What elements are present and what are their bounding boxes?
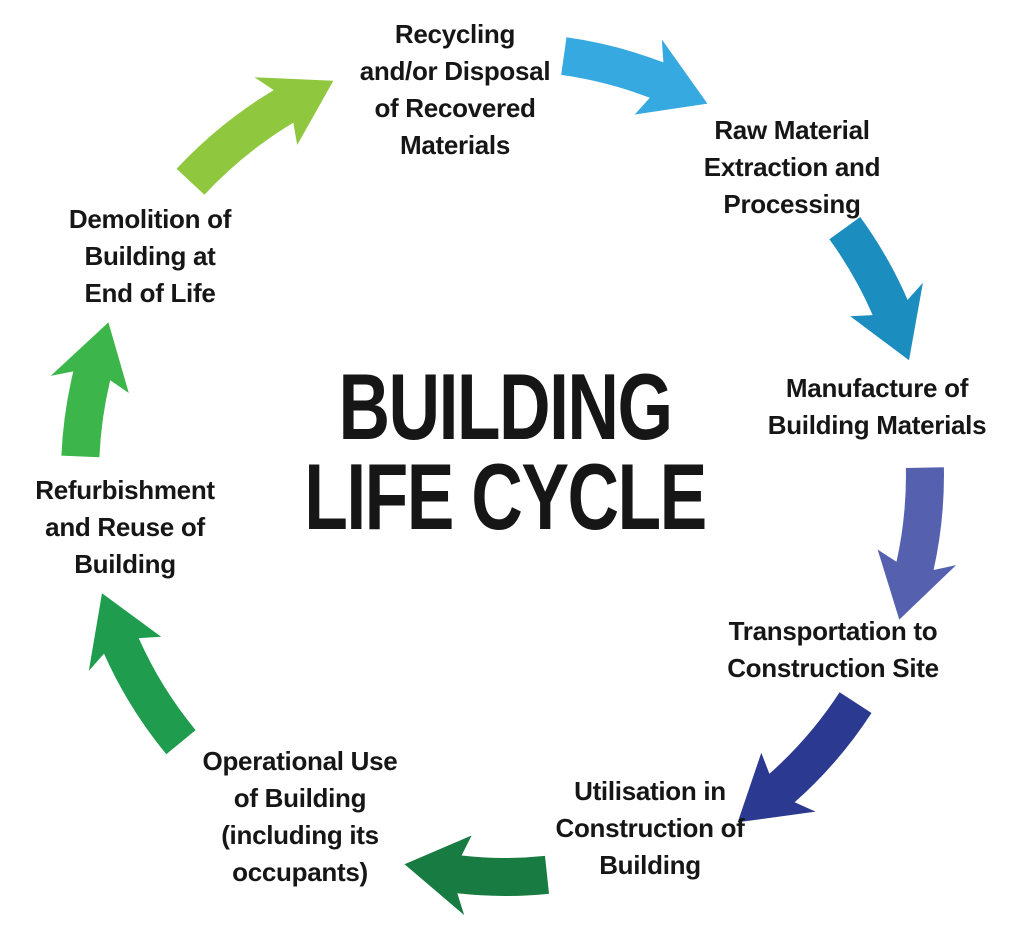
arrow-from-raw-material-extraction-and-processing (829, 217, 923, 361)
step-label-transportation-construction-site: Transportation to Construction Site (727, 616, 939, 683)
arrow-from-demolition-of-building-at-end-of-life (176, 77, 334, 195)
arrow-from-manufacture-of-building-materials (877, 467, 957, 620)
arrow-from-utilisation-in-construction-of-building (404, 835, 549, 916)
step-label-recycling-disposal: Recycling and/or Disposal of Recovered M… (359, 19, 551, 160)
arrow-from-transportation-to-construction-site (737, 692, 872, 823)
diagram-center-title: BUILDING LIFE CYCLE (304, 354, 707, 549)
step-label-demolition-end-of-life: Demolition of Building at End of Life (68, 204, 232, 308)
step-label-utilisation-in-construction: Utilisation in Construction of Building (555, 776, 745, 880)
arrow-from-refurbishment-and-reuse-of-building (50, 322, 129, 458)
step-label-refurbishment-reuse: Refurbishment and Reuse of Building (35, 475, 215, 579)
arrow-from-operational-use-of-building (88, 593, 196, 755)
step-label-operational-use: Operational Use of Building (including i… (202, 746, 398, 887)
step-label-manufacture-building-materials: Manufacture of Building Materials (767, 373, 987, 440)
arrow-from-recycling-disposal-of-recovered-materials (561, 37, 708, 115)
step-label-raw-material-extraction: Raw Material Extraction and Processing (703, 115, 881, 219)
